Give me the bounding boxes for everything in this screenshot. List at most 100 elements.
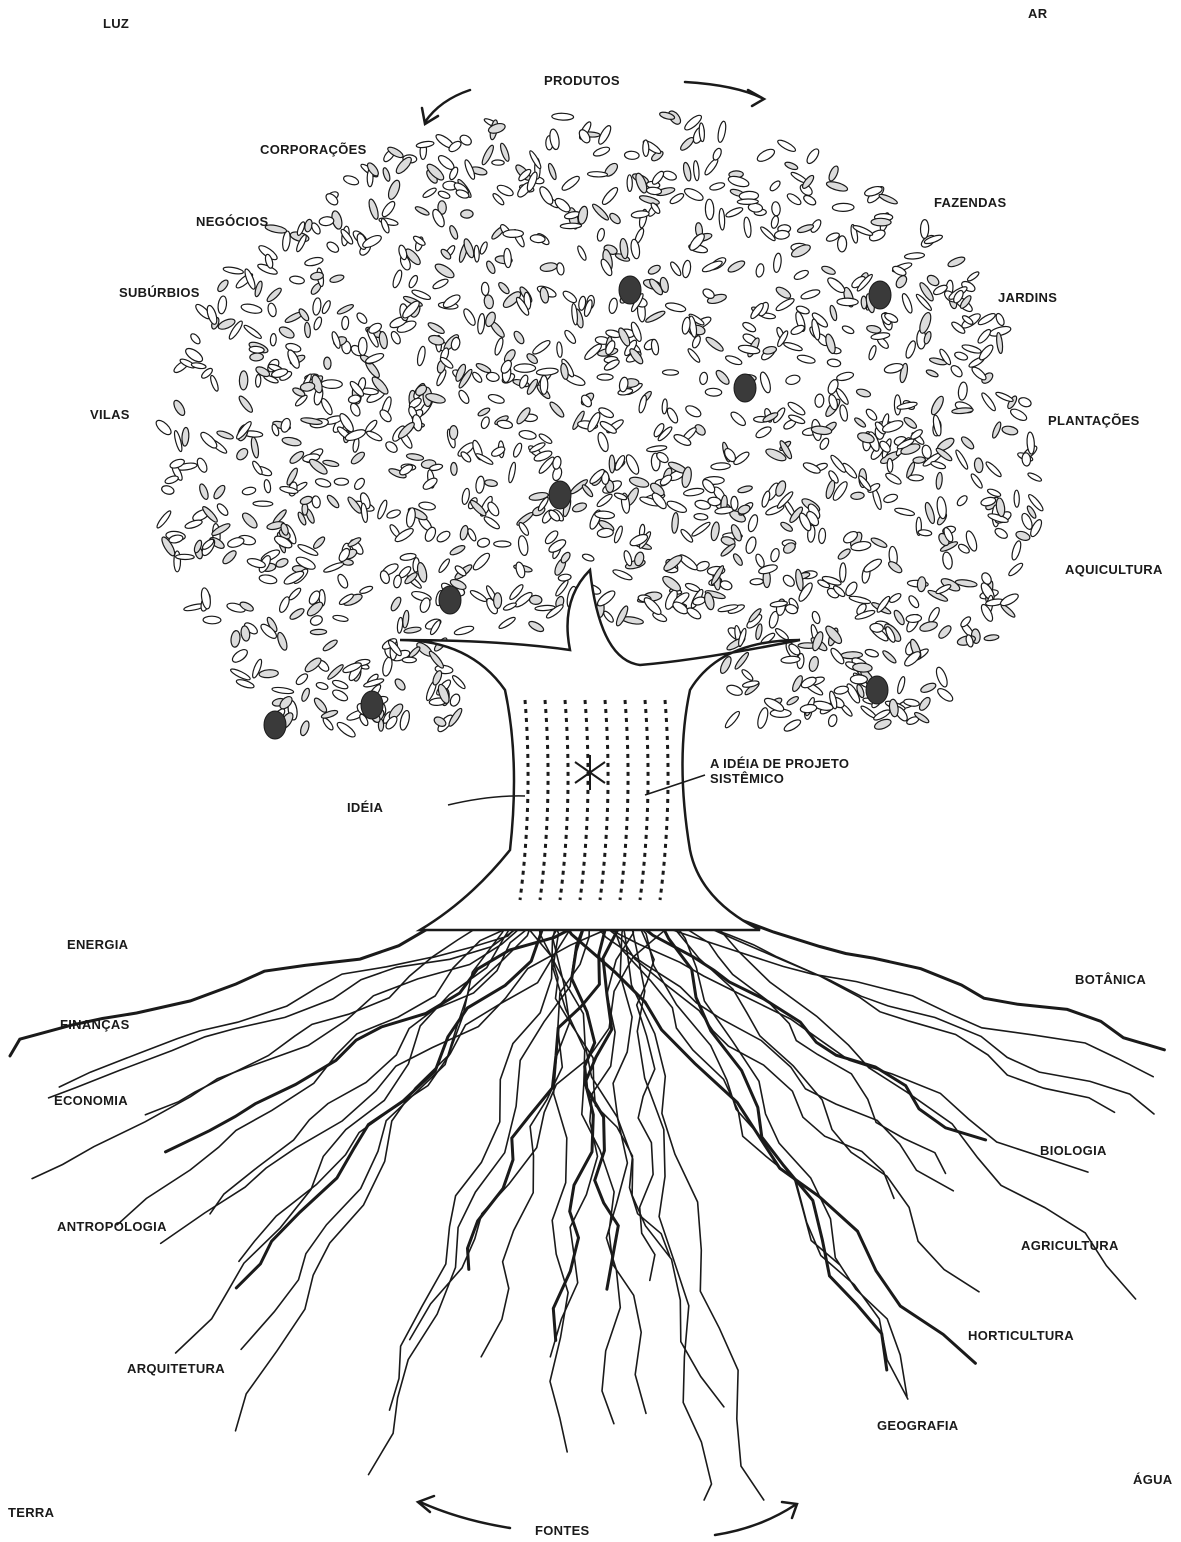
leaf [477, 537, 491, 548]
leaf [824, 333, 837, 354]
leaf [581, 483, 594, 498]
fruit [361, 691, 383, 719]
leaf [477, 407, 491, 418]
leaf [797, 354, 816, 365]
leaf [826, 180, 849, 193]
leaf [517, 535, 529, 556]
leaf [995, 391, 1014, 403]
leaf [474, 245, 480, 262]
leaf [422, 186, 438, 199]
leaf [980, 391, 997, 412]
label-systemic-design-idea: A IDÉIA DE PROJETO SISTÊMICO [710, 756, 900, 786]
leaf [416, 562, 428, 583]
leaf [761, 490, 772, 508]
leaf [717, 121, 728, 143]
leaf [336, 303, 354, 316]
leaf [957, 382, 968, 401]
leaf [393, 677, 407, 692]
root [468, 900, 627, 1269]
leaf [221, 549, 238, 566]
leaf [754, 425, 772, 440]
leaf [1009, 407, 1029, 423]
leaf [587, 171, 607, 177]
leaf [844, 580, 860, 597]
leaf [571, 303, 578, 325]
leaf [773, 253, 782, 273]
leaf [597, 528, 614, 538]
leaf [512, 330, 526, 346]
root [649, 900, 887, 1370]
leaf [724, 354, 742, 366]
leaf [935, 472, 943, 489]
leaf [304, 322, 311, 338]
leaf [805, 147, 821, 165]
leaf [723, 710, 741, 730]
label-gardens: JARDINS [998, 290, 1057, 305]
leaf [172, 399, 187, 417]
leaf [920, 220, 929, 239]
leaf [769, 548, 780, 563]
leaf [384, 440, 399, 455]
label-botany: BOTÂNICA [1075, 972, 1146, 987]
leaf [494, 541, 511, 547]
leaf [785, 374, 801, 386]
leaf [774, 285, 792, 300]
leaf [230, 647, 249, 664]
leaf [299, 495, 313, 506]
leaf [671, 512, 679, 533]
leaf [837, 236, 846, 252]
top-right-arrowhead [748, 90, 764, 106]
leaf [389, 596, 402, 613]
leaf [451, 674, 467, 690]
leaf [512, 442, 523, 458]
leaf [659, 473, 674, 487]
leaf [319, 216, 334, 226]
leaf [729, 410, 748, 428]
leaf [209, 375, 220, 392]
fruit [869, 281, 891, 309]
leaf [216, 278, 230, 293]
leaf [969, 472, 984, 489]
leaf [956, 494, 969, 507]
leaf [240, 511, 259, 530]
leaf [790, 324, 806, 337]
leaf [531, 338, 552, 356]
leaf [329, 274, 345, 284]
leaf [278, 325, 296, 341]
leaf [418, 501, 435, 511]
leaf [841, 324, 855, 335]
leaf [485, 260, 497, 275]
leaf [552, 113, 574, 121]
leaf [937, 624, 953, 641]
leaf [402, 657, 416, 663]
leaf [987, 488, 1002, 498]
leaf [235, 446, 250, 462]
leaf [198, 430, 219, 450]
leaf [386, 508, 402, 519]
root [236, 900, 573, 1288]
leaf [868, 345, 878, 361]
label-energy: ENERGIA [67, 937, 128, 952]
leaf [315, 477, 332, 488]
leaf [299, 720, 311, 737]
leaf [556, 262, 565, 275]
leaf [181, 427, 189, 446]
leaf [453, 625, 474, 637]
leaf [711, 147, 722, 161]
leaf [477, 313, 486, 334]
leaf [596, 228, 605, 242]
leaf [498, 616, 517, 631]
leaf [902, 416, 918, 430]
fruit [549, 481, 571, 509]
leaf [332, 614, 348, 622]
leaf [894, 274, 909, 290]
leaf [683, 186, 705, 203]
leaf [960, 435, 976, 451]
leaf [628, 475, 649, 489]
leaf [217, 296, 228, 315]
leaf [270, 333, 277, 346]
fruit [866, 676, 888, 704]
leaf [223, 266, 244, 275]
leaf [624, 453, 641, 476]
leaf [814, 394, 824, 408]
